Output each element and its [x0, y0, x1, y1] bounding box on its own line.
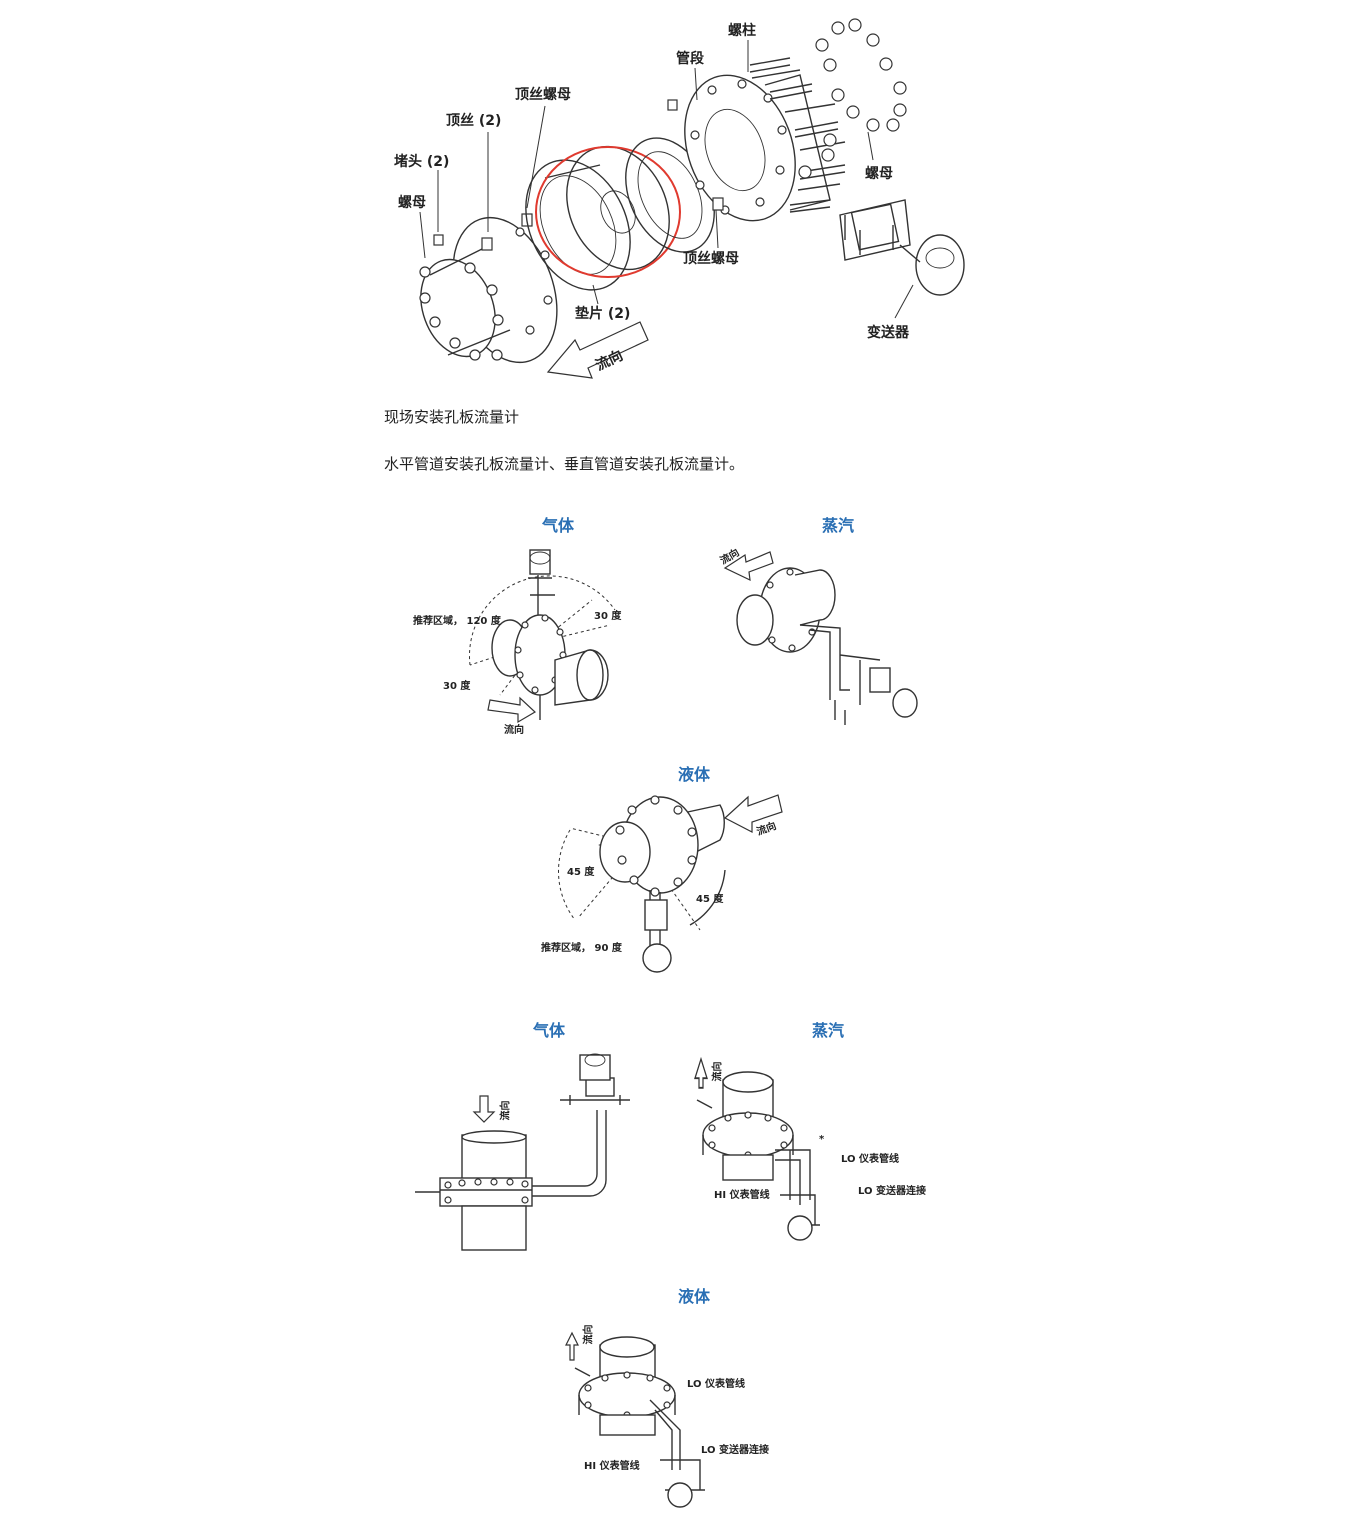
h-liquid-drawing [557, 794, 783, 973]
v-steam-title: 蒸汽 [812, 1021, 845, 1040]
flow-arrow [546, 321, 649, 379]
label-transmitter: 变送器 [867, 325, 909, 341]
v-liquid-title: 液体 [678, 1287, 711, 1306]
label-gasket: 垫片 (2) [575, 306, 631, 322]
h-gas-drawing [469, 549, 616, 724]
v-liquid-drawing [565, 1331, 705, 1508]
h-gas-angle-left: 30 度 [443, 681, 471, 692]
orifice-plate [525, 145, 670, 291]
h-liquid-zone: 推荐区域， 90 度 [541, 943, 622, 954]
v-steam-hi-line: HI 仪表管线 [714, 1190, 770, 1201]
h-gas-flow: 流向 [504, 725, 524, 736]
v-liquid-flow: 流向 [583, 1324, 595, 1345]
caption: 现场安装孔板流量计 [384, 408, 520, 426]
nuts [798, 18, 907, 179]
studs [749, 57, 846, 213]
label-nut-right: 螺母 [865, 166, 893, 182]
transmitter-assembly [839, 199, 965, 296]
v-steam-drawing [694, 1056, 820, 1241]
highlight-circle [535, 146, 681, 278]
label-stud: 螺柱 [728, 23, 756, 39]
h-liquid-title: 液体 [678, 765, 711, 784]
v-liquid-hi-line: HI 仪表管线 [584, 1461, 640, 1472]
v-liquid-lo-conn: LO 变送器连接 [701, 1445, 769, 1456]
h-gas-title: 气体 [542, 516, 575, 535]
right-flange [667, 74, 831, 222]
label-nut-left: 螺母 [398, 195, 426, 211]
description: 水平管道安装孔板流量计、垂直管道安装孔板流量计。 [384, 455, 745, 473]
h-steam-drawing [723, 551, 918, 725]
exploded-view-drawing [419, 18, 965, 379]
h-gas-zone: 推荐区域， 120 度 [413, 616, 501, 627]
label-pipe-section: 管段 [676, 51, 704, 67]
h-liquid-angle-right: 45 度 [696, 894, 724, 905]
left-flange [419, 213, 558, 364]
v-gas-title: 气体 [533, 1021, 566, 1040]
v-steam-asterisk: * [819, 1134, 825, 1145]
h-gas-angle-right: 30 度 [594, 611, 622, 622]
v-gas-flow: 流向 [500, 1100, 512, 1121]
label-jack-screw: 顶丝 (2) [446, 113, 502, 129]
v-steam-flow: 流向 [712, 1061, 724, 1082]
v-liquid-lo-line: LO 仪表管线 [687, 1379, 745, 1390]
v-steam-lo-line: LO 仪表管线 [841, 1154, 899, 1165]
v-steam-lo-conn: LO 变送器连接 [858, 1186, 926, 1197]
label-jack-nut-top: 顶丝螺母 [515, 87, 571, 103]
h-liquid-angle-left: 45 度 [567, 867, 595, 878]
label-plug: 堵头 (2) [394, 154, 450, 170]
label-jack-nut-bottom: 顶丝螺母 [683, 251, 739, 267]
h-steam-title: 蒸汽 [822, 516, 855, 535]
v-gas-drawing [415, 1053, 630, 1251]
leader-lines [419, 40, 914, 319]
